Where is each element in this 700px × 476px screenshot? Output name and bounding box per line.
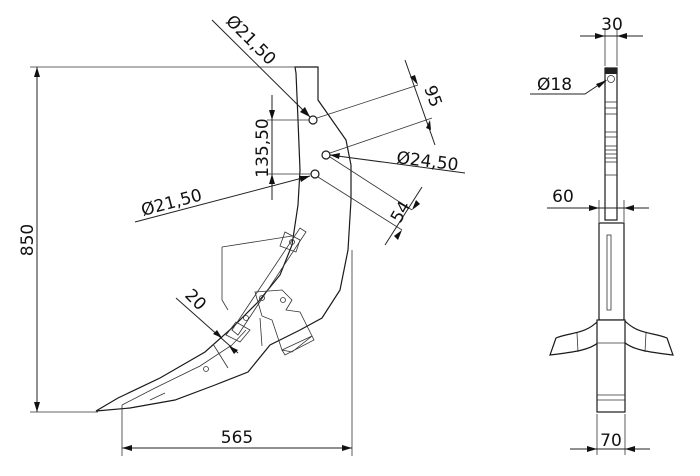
dimension-body-width: 60	[547, 187, 649, 222]
dimension-top-hole-diameter: Ø21,50	[211, 11, 311, 118]
body-width-label: 60	[552, 187, 574, 207]
shank-side-view	[95, 66, 352, 412]
top-hole-diameter-label: Ø21,50	[221, 11, 279, 69]
middle-hole	[321, 150, 331, 160]
dimension-shank-width: 30	[580, 15, 643, 66]
top-hole	[308, 115, 318, 125]
foot-width-label: 70	[600, 431, 622, 451]
dimension-bottom-hole-diameter: Ø21,50	[134, 175, 311, 223]
dimension-length: 565	[121, 250, 353, 456]
dimension-foot-width: 70	[570, 414, 650, 455]
length-label: 565	[221, 428, 253, 448]
offset-bottom-label: 54	[387, 198, 415, 227]
dimension-height: 850	[18, 66, 295, 413]
shank-width-label: 30	[601, 15, 623, 35]
mounting-holes	[308, 115, 331, 179]
tip-thickness-label: 20	[180, 285, 209, 314]
bottom-hole	[310, 169, 320, 179]
pin-diameter-label: Ø18	[537, 75, 572, 95]
height-label: 850	[18, 224, 38, 256]
dimension-pin-diameter: Ø18	[530, 75, 607, 95]
bottom-hole-diameter-label: Ø21,50	[139, 185, 204, 220]
offset-top-label: 95	[419, 83, 445, 110]
shank-front-view	[549, 67, 674, 413]
middle-hole-diameter-label: Ø24,50	[395, 148, 459, 175]
hole-spacing-label: 135,50	[253, 118, 273, 177]
dimension-hole-spacing: 135,50	[253, 95, 311, 200]
